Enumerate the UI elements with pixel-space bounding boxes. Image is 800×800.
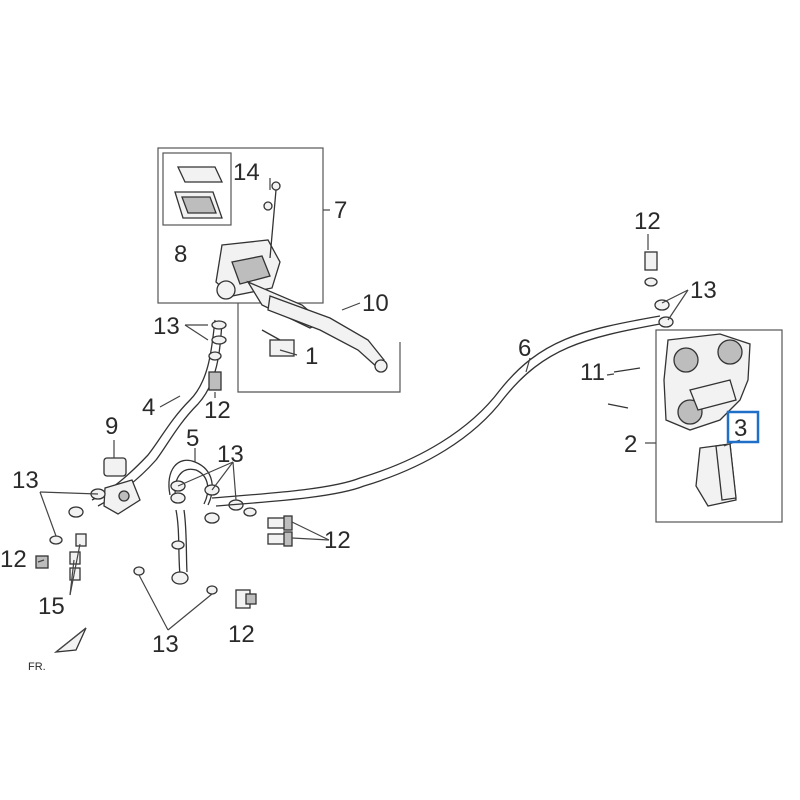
bolts-12 [267,515,293,547]
reservoir-cap-box [162,152,232,226]
hose-4 [91,319,216,501]
label-13-junction: 13 [217,441,244,468]
label-13-hose4: 13 [153,313,180,340]
label-11: 11 [580,359,605,386]
front-direction-arrow [53,627,87,653]
label-2: 2 [624,431,637,458]
label-8: 8 [174,241,187,268]
label-12-junction: 12 [324,527,351,554]
label-10: 10 [362,290,389,317]
leader-lines [37,178,741,631]
mirror-screw-part [263,181,281,259]
hose-5-lower-outline [183,509,188,573]
label-6: 6 [518,335,531,362]
master-cylinder-group-box [157,147,324,304]
label-1: 1 [305,343,318,370]
label-12-caliper: 12 [634,208,661,235]
label-12-left: 12 [0,546,27,573]
label-5: 5 [186,425,199,452]
banjo-joint-part [103,457,141,515]
label-13-left: 13 [12,467,39,494]
label-13-bottom: 13 [152,631,179,658]
hose-4-fittings [208,320,227,391]
hose-5-end [171,571,189,585]
label-12-bottom: 12 [228,621,255,648]
hose-6-outline [215,323,661,507]
front-label: FR. [28,661,46,673]
label-7: 7 [334,197,347,224]
highlight-box [726,410,760,444]
bolts-11 [607,367,641,409]
caliper-group-box [655,329,783,523]
left-fittings [35,488,106,581]
lever-group-box [237,303,401,393]
lever-tip [374,359,388,373]
label-12-hose4: 12 [204,397,231,424]
hose-5-fitting [171,540,185,550]
label-13-caliper: 13 [690,277,717,304]
caliper-part [663,333,751,431]
hose-6 [211,315,661,499]
reservoir-cap-part [174,166,224,219]
brake-pad-plate [715,443,737,501]
label-14: 14 [233,159,260,186]
bottom-small-parts [133,566,257,609]
label-9: 9 [105,413,118,440]
label-15: 15 [38,593,65,620]
junction-fittings [170,480,257,524]
caliper-fittings [644,251,674,328]
label-3: 3 [734,415,747,442]
label-4: 4 [142,394,155,421]
